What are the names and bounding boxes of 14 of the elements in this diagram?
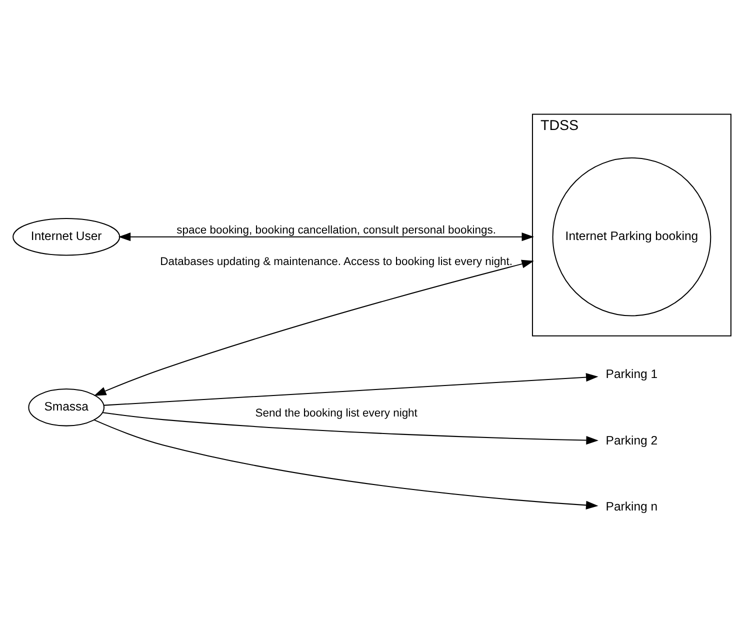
arrow (94, 259, 534, 396)
arrow (104, 372, 598, 406)
node-text: Parking 2 (606, 432, 658, 447)
node-circle: Internet Parking booking (552, 156, 712, 316)
arrow (118, 232, 534, 241)
node-text: Parking 1 (606, 366, 658, 380)
node-ellipse: Internet User (12, 217, 120, 256)
edge-label: Databases updating & maintenance. Access to booking list every night. (160, 256, 513, 268)
arrow (94, 419, 598, 509)
node-ellipse: Smassa (28, 388, 105, 426)
edge-label: Send the booking list every night (255, 406, 418, 419)
arrow (102, 412, 598, 444)
edge-label: space booking, booking cancellation, consult personal bookings. (176, 224, 496, 236)
node-text: Parking n (606, 499, 658, 514)
